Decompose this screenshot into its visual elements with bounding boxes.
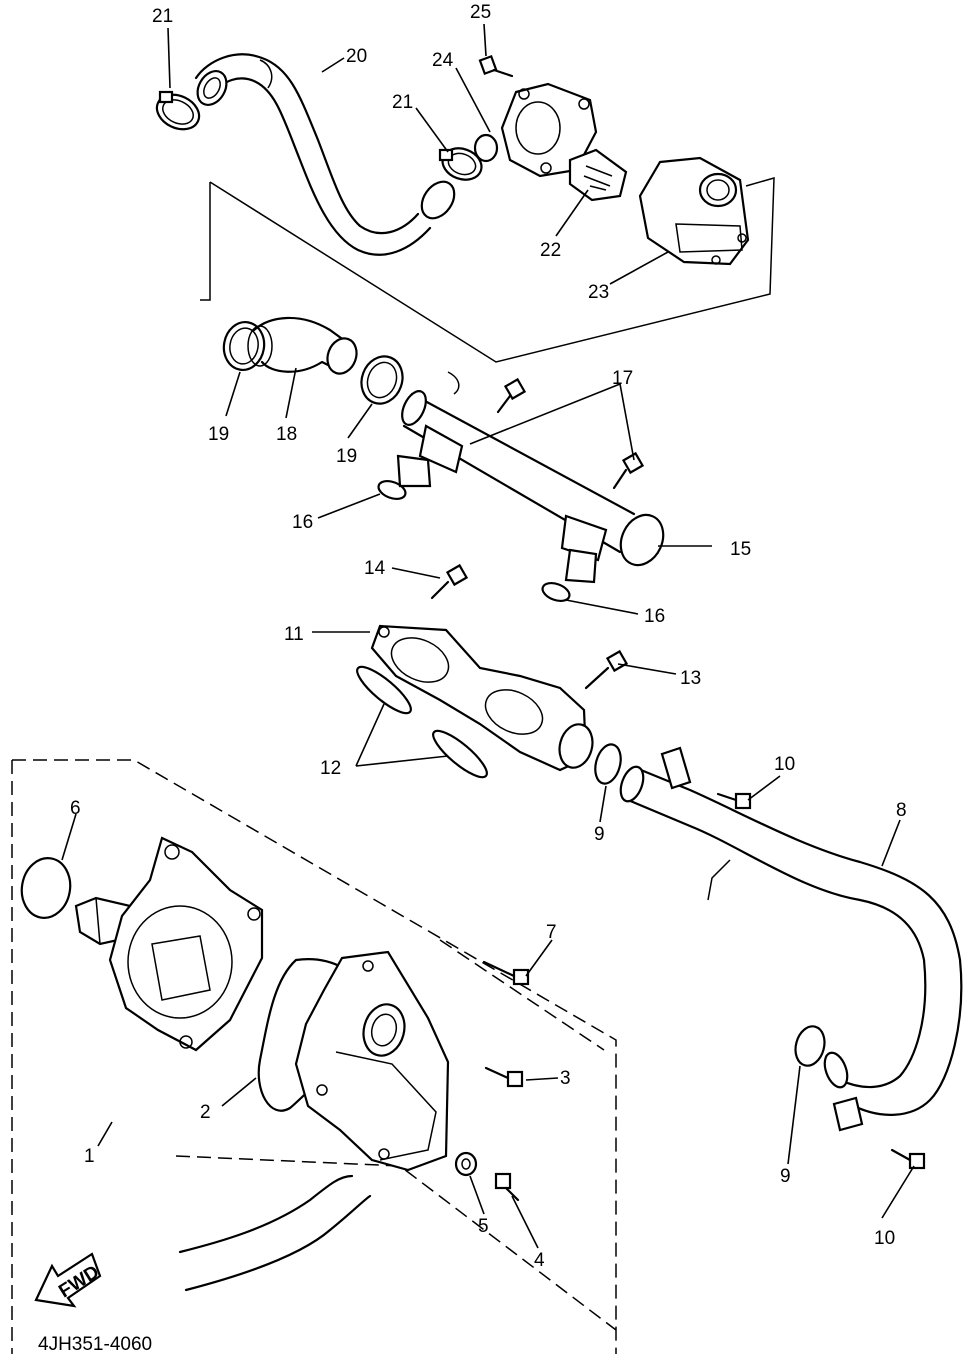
o-ring-9-lower [794, 1025, 826, 1067]
part-label-22: 22 [540, 240, 561, 261]
o-ring-24 [473, 133, 499, 163]
part-label-5: 5 [478, 1216, 489, 1237]
bolt-3 [484, 1066, 524, 1088]
thermostat-22 [568, 148, 628, 202]
o-ring-6 [20, 857, 72, 919]
outlet-hose-stub [178, 1174, 372, 1292]
part-label-15: 15 [730, 539, 751, 560]
gasket-12-upper [356, 665, 412, 715]
water-pipe-8 [619, 746, 963, 1132]
washer-5 [454, 1151, 478, 1177]
part-label-24: 24 [432, 50, 454, 71]
part-label-21-left: 21 [152, 6, 173, 27]
part-label-14: 14 [364, 558, 386, 579]
drawing-code: 4JH351-4060 [38, 1334, 152, 1354]
front-direction-arrow: FWD [34, 1252, 103, 1308]
part-label-23: 23 [588, 282, 609, 303]
water-pump-housing [294, 950, 450, 1172]
bolt-17-lower [612, 451, 645, 490]
part-label-18: 18 [276, 424, 297, 445]
bolt-10-lower [890, 1148, 926, 1170]
bolt-17-upper [496, 377, 527, 414]
part-label-10-lower: 10 [874, 1228, 895, 1249]
hose-clamp-21-right [438, 147, 483, 181]
part-label-6: 6 [70, 798, 81, 819]
gasket-12-lower [432, 729, 488, 779]
thermostat-housing-23 [638, 156, 750, 266]
pump-body-plate [108, 836, 264, 1052]
o-ring-16-upper [377, 479, 407, 501]
part-label-17: 17 [612, 368, 633, 389]
part-label-8: 8 [896, 800, 907, 821]
water-pipe-15 [396, 371, 665, 584]
bolt-13 [584, 649, 629, 690]
part-label-20: 20 [346, 46, 367, 67]
o-ring-9-upper [594, 743, 622, 785]
bolt-4 [494, 1172, 520, 1202]
part-label-16-lower: 16 [644, 606, 665, 627]
part-label-16-upper: 16 [292, 512, 313, 533]
part-label-9-upper: 9 [594, 824, 605, 845]
part-label-9-lower: 9 [780, 1166, 791, 1187]
part-label-13: 13 [680, 668, 701, 689]
hose-clamp-21-left [155, 90, 201, 131]
hose-clamp-19-right [360, 355, 404, 405]
o-ring-16-lower [541, 581, 571, 603]
part-label-19-right: 19 [336, 446, 357, 467]
bolt-25 [478, 54, 514, 78]
bolt-10-upper [716, 792, 752, 810]
water-joint-11 [370, 624, 594, 772]
thermostat-cover-24 [500, 82, 598, 178]
part-label-25: 25 [470, 2, 491, 23]
bolt-14 [430, 563, 469, 600]
part-label-21-right: 21 [392, 92, 413, 113]
part-label-1: 1 [84, 1146, 95, 1167]
bolt-7 [482, 960, 530, 986]
hose-clamp-19-left [222, 321, 266, 371]
part-label-12: 12 [320, 758, 341, 779]
part-label-7: 7 [546, 922, 557, 943]
part-label-11: 11 [284, 624, 304, 645]
part-label-3: 3 [560, 1068, 571, 1089]
part-label-10-upper: 10 [774, 754, 795, 775]
part-label-2: 2 [200, 1102, 211, 1123]
part-label-4: 4 [534, 1250, 545, 1271]
part-label-19-left: 19 [208, 424, 229, 445]
hose-18 [247, 316, 358, 375]
hose-20 [194, 53, 456, 256]
